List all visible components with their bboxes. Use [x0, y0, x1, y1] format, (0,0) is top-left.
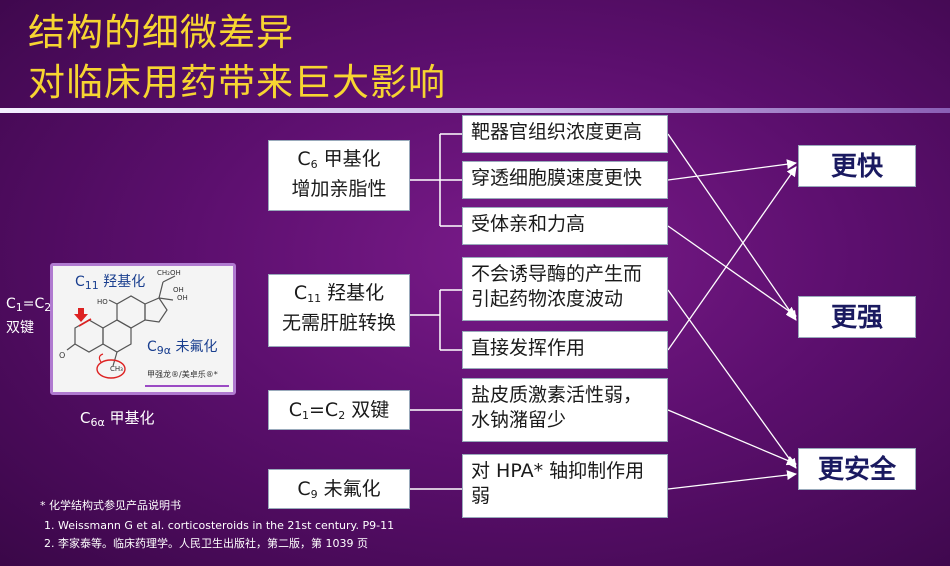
label-ho: HO — [97, 298, 108, 306]
result-stronger-label: 更强 — [830, 303, 883, 333]
caption-c6-text: 甲基化 — [104, 409, 155, 427]
arrow-line — [667, 289, 797, 469]
label-c9-unfluorinated: C9α 未氟化 — [147, 336, 217, 357]
feature-c11-letter: C — [293, 282, 308, 304]
steroid-structure-drawing — [66, 275, 229, 387]
result-box-safer: 更安全 — [798, 448, 916, 490]
effect-4-line2: 引起药物浓度波动 — [471, 288, 624, 310]
reference-2: 2. 李家泰等。临床药理学。人民卫生出版社，第二版，第 1039 页 — [44, 537, 368, 550]
feature-c9-title: 未氟化 — [317, 478, 381, 500]
effect-box-6: 盐皮质激素活性弱， 水钠潴留少 — [462, 378, 668, 442]
effect-5-text: 直接发挥作用 — [471, 337, 586, 359]
effect-6-line2: 水钠潴留少 — [471, 409, 567, 431]
side-c1c2-eq: =C — [22, 296, 45, 312]
effect-box-5: 直接发挥作用 — [462, 331, 668, 369]
feature-c1c2-letter: C — [288, 399, 303, 421]
arrow-line — [667, 133, 797, 321]
c9-letter: C — [147, 339, 157, 355]
side-c1c2-label: 双键 — [6, 320, 34, 336]
c9-text: 未氟化 — [175, 339, 218, 355]
arrow-line — [667, 159, 797, 181]
c11-letter: C — [75, 274, 85, 290]
effect-1-text: 靶器官组织浓度更高 — [471, 121, 643, 143]
feature-box-c1c2: C1=C2 双键 — [268, 390, 410, 430]
label-oh-top: OH — [173, 286, 184, 294]
chemical-structure-panel: C11 羟基化 CH₂OH OH OH HO O CH₃ C9α 未氟化 甲强龙… — [50, 263, 236, 395]
feature-box-c9: C9 未氟化 — [268, 469, 410, 509]
brand-label: 甲强龙®/美卓乐®* — [147, 370, 218, 379]
slide-title: 结构的细微差异 对临床用药带来巨大影响 — [28, 8, 446, 108]
arrow-line — [667, 470, 797, 490]
feature-c1c2-sub1: 1 — [302, 409, 310, 422]
effect-4-line1: 不会诱导酶的产生而 — [471, 263, 643, 285]
feature-c9-letter: C — [297, 478, 311, 500]
feature-c11-title: 羟基化 — [321, 282, 385, 304]
feature-c6-desc: 增加亲脂性 — [291, 178, 387, 200]
result-box-stronger: 更强 — [798, 296, 916, 338]
feature-c6-sub: 6 — [310, 158, 318, 171]
feature-c6-letter: C — [297, 148, 311, 170]
label-o: O — [59, 351, 66, 360]
effect-box-7: 对 HPA* 轴抑制作用 弱 — [462, 454, 668, 518]
title-line-2: 对临床用药带来巨大影响 — [28, 61, 446, 104]
feature-c1c2-title: 双键 — [345, 399, 390, 421]
result-faster-label: 更快 — [830, 152, 883, 182]
feature-c6-title: 甲基化 — [317, 148, 381, 170]
feature-c1c2-sub2: 2 — [338, 409, 346, 422]
arrow-line — [667, 225, 797, 317]
title-line-1: 结构的细微差异 — [28, 11, 294, 54]
label-oh-right: OH — [177, 294, 188, 302]
c11-sub: 11 — [84, 279, 99, 292]
effect-box-4: 不会诱导酶的产生而 引起药物浓度波动 — [462, 257, 668, 321]
feature-c11-desc: 无需肝脏转换 — [281, 312, 396, 334]
label-ch2oh: CH₂OH — [157, 269, 181, 277]
title-divider — [0, 108, 950, 113]
feature-box-c6: C6 甲基化 增加亲脂性 — [268, 140, 410, 211]
effect-2-text: 穿透细胞膜速度更快 — [471, 167, 643, 189]
effect-6-line1: 盐皮质激素活性弱， — [471, 384, 643, 406]
side-c1c2-c: C — [6, 296, 16, 312]
footnote-asterisk: * 化学结构式参见产品说明书 — [40, 499, 181, 512]
arrow-line — [667, 409, 797, 466]
caption-c6-methyl: C6α 甲基化 — [80, 408, 155, 433]
label-ch3: CH₃ — [110, 365, 123, 373]
feature-c11-sub: 11 — [307, 292, 322, 305]
feature-box-c11: C11 羟基化 无需肝脏转换 — [268, 274, 410, 347]
feature-c9-sub: 9 — [310, 488, 318, 501]
reference-1: 1. Weissmann G et al. corticosteroids in… — [44, 519, 395, 532]
arrow-line — [667, 166, 797, 351]
effect-3-text: 受体亲和力高 — [471, 213, 586, 235]
c9-sub: 9α — [156, 344, 172, 357]
side-c1c2-s2: 2 — [44, 301, 52, 314]
side-c1c2-s1: 1 — [15, 301, 23, 314]
result-box-faster: 更快 — [798, 145, 916, 187]
effect-box-1: 靶器官组织浓度更高 — [462, 115, 668, 153]
effect-box-3: 受体亲和力高 — [462, 207, 668, 245]
caption-c6-sub: 6α — [90, 416, 105, 429]
side-label-c1c2: C1=C2 双键 — [6, 294, 51, 338]
effect-box-2: 穿透细胞膜速度更快 — [462, 161, 668, 199]
result-safer-label: 更安全 — [817, 455, 896, 485]
caption-c6-letter: C — [80, 409, 91, 427]
c11-text: 羟基化 — [103, 274, 146, 290]
effect-7-line1: 对 HPA* 轴抑制作用 — [471, 460, 645, 482]
feature-c1c2-mid: =C — [309, 399, 339, 421]
label-c11-hydroxyl: C11 羟基化 — [75, 271, 145, 292]
effect-7-line2: 弱 — [471, 485, 491, 507]
